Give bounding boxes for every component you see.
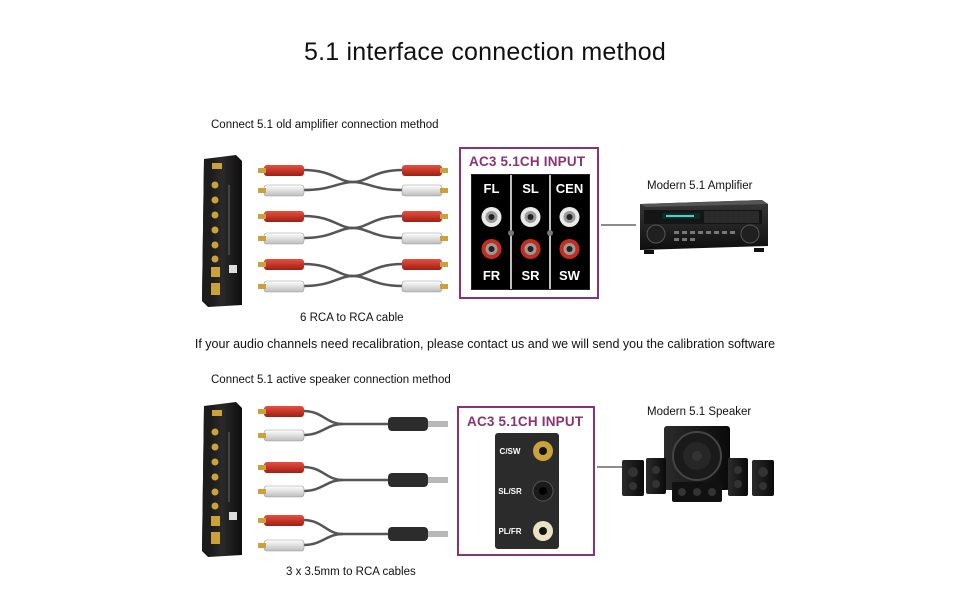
mini-jack-port-strip: C/SW SL/SR PL/FR [495,433,559,549]
channel-label-sr: SR [521,268,540,283]
port-label-pl-fr: PL/FR [498,527,522,536]
amplifier-label: Modern 5.1 Amplifier [647,180,753,192]
page-title: 5.1 interface connection method [304,38,666,66]
ac3-input-panel-2: AC3 5.1CH INPUT C/SW SL/SR PL/FR [457,406,595,556]
connector-line-1 [601,224,636,226]
panel1-title: AC3 5.1CH INPUT [469,154,586,169]
decoder-device-2 [202,402,242,557]
channel-label-sl: SL [522,181,539,196]
mini-jack-ports-graphic [532,441,554,541]
rca-cables-1 [258,165,448,293]
speaker-system [622,426,774,502]
amplifier-device [640,200,768,254]
panel2-title: AC3 5.1CH INPUT [467,414,584,429]
port-label-c-sw: C/SW [499,447,521,456]
section1-heading: Connect 5.1 old amplifier connection met… [211,119,439,131]
decoder-device-1 [202,155,242,307]
mini-jack-rca-cables [258,406,448,552]
channel-label-fr: FR [482,268,501,283]
channel-label-cen: CEN [555,181,584,196]
channel-label-fl: FL [483,181,500,196]
section1-cable-caption: 6 RCA to RCA cable [300,312,404,324]
speaker-label: Modern 5.1 Speaker [647,406,752,418]
section2-heading: Connect 5.1 active speaker connection me… [211,374,451,386]
ac3-input-panel-1: AC3 5.1CH INPUT FL SL CEN FR SR SW [459,147,599,299]
calibration-note: If your audio channels need recalibratio… [194,337,776,351]
section2-cable-caption: 3 x 3.5mm to RCA cables [286,566,416,578]
rca-ports-graphic [481,175,580,289]
rca-port-grid: FL SL CEN FR SR SW [471,174,590,290]
channel-label-sw: SW [559,268,580,283]
port-label-sl-sr: SL/SR [498,487,522,496]
